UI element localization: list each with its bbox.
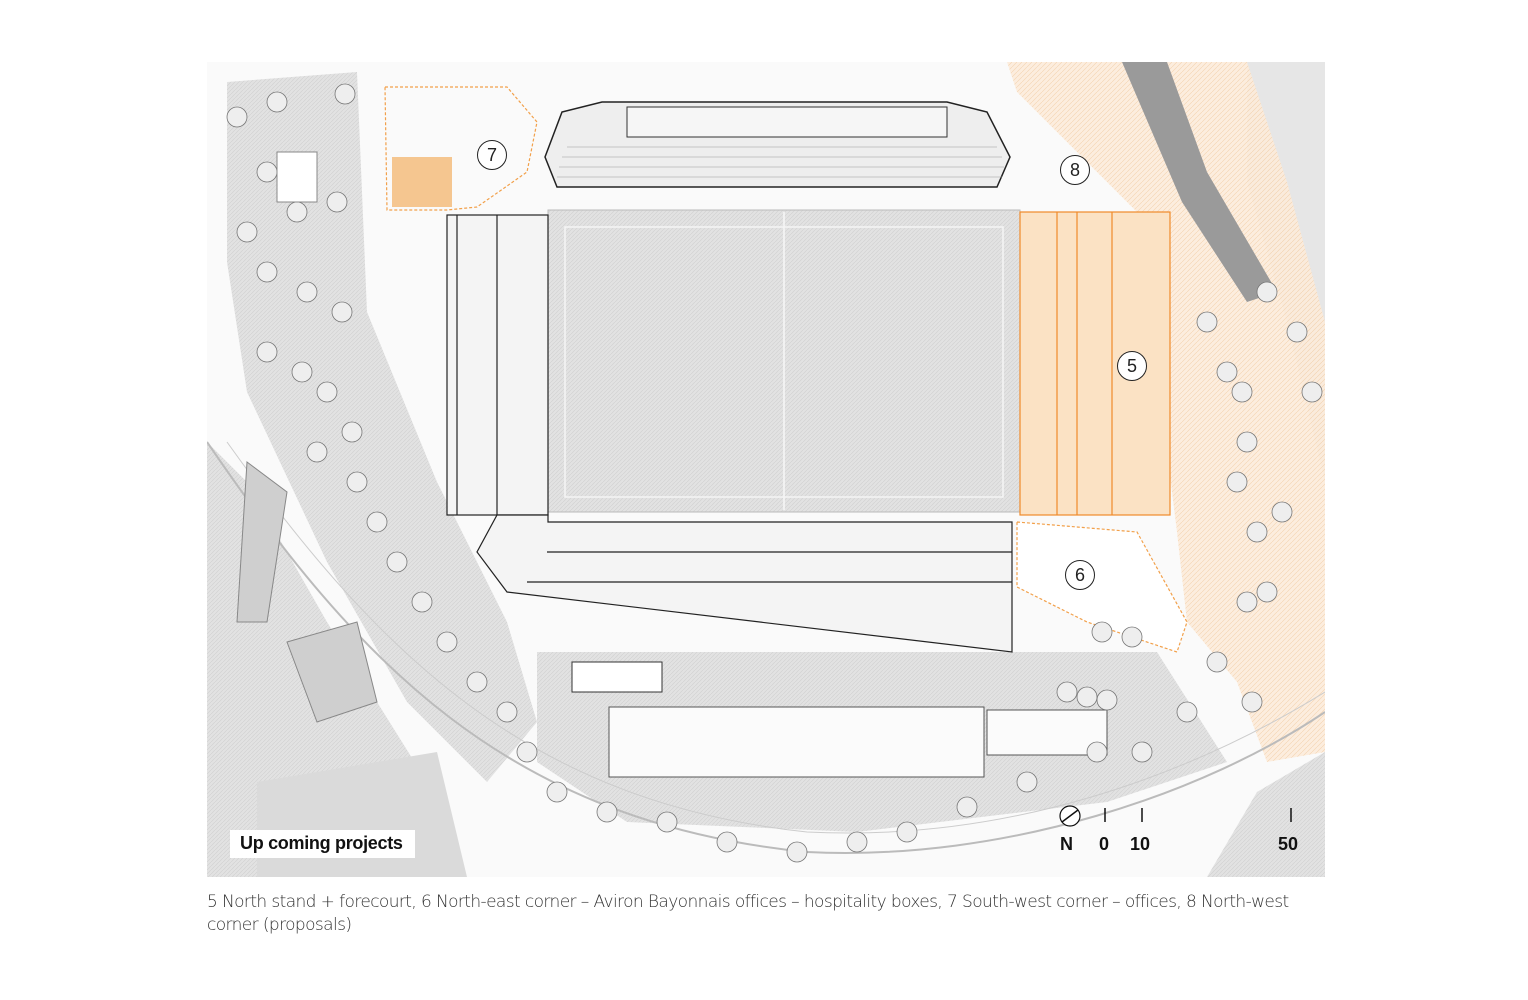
tree-icon [436,631,458,653]
tree-icon [266,91,288,113]
tree-icon [546,781,568,803]
road [1122,62,1277,302]
scale-bar [1104,808,1292,822]
tree-icon [1216,361,1238,383]
block-southeast [1207,752,1325,877]
tree-icon [346,471,368,493]
legend-label: Up coming projects [230,830,415,858]
tree-icon [366,511,388,533]
tree-icon [286,201,308,223]
tree-icon [316,381,338,403]
tree-icon [1096,689,1118,711]
project-marker-5: 5 [1117,351,1147,381]
tree-icon [1256,281,1278,303]
tree-icon [256,341,278,363]
tree-icon [1206,651,1228,673]
tree-icon [296,281,318,303]
north-label: N [1060,834,1073,854]
tree-icon [341,421,363,443]
tree-icon [236,221,258,243]
tree-icon [1176,701,1198,723]
project-marker-7: 7 [477,140,507,170]
tree-icon [326,191,348,213]
proposal-area-7 [384,86,538,211]
tree-icon [386,551,408,573]
west-stand [446,214,549,516]
site-plan: 7 8 5 6 Up coming projects N 0 10 50 [207,62,1325,877]
tree-icon [1131,741,1153,763]
figure-caption: 5 North stand + forecourt, 6 North-east … [207,892,1289,935]
tree-icon [1241,691,1263,713]
trees [226,83,1323,863]
tree-icon [1016,771,1038,793]
north-stand-east [1019,211,1171,516]
tree-icon [516,741,538,763]
tree-icon [1121,626,1143,648]
tree-icon [786,841,808,863]
tree-icon [496,701,518,723]
tree-icon [1086,741,1108,763]
scale-tick-10: 10 [1130,834,1151,854]
tree-icon [716,831,738,853]
tree-icon [1226,471,1248,493]
park-west [227,72,537,782]
tree-icon [1286,321,1308,343]
tree-icon [334,83,356,105]
tree-icon [956,796,978,818]
tree-icon [1236,431,1258,453]
site-plan-drawing [207,62,1325,877]
tree-icon [1091,621,1113,643]
proposal-area-7-fill [392,157,452,207]
tree-icon [656,811,678,833]
tree-icon [466,671,488,693]
tree-icon [1271,501,1293,523]
tree-icon [596,801,618,823]
tree-icon [256,161,278,183]
project-marker-6: 6 [1065,560,1095,590]
tree-icon [1301,381,1323,403]
scale-tick-0: 0 [1099,834,1110,854]
tree-icon [226,106,248,128]
tree-icon [1231,381,1253,403]
tree-icon [1236,591,1258,613]
tree-icon [896,821,918,843]
scale-tick-50: 50 [1278,834,1299,854]
north-stand-rows [557,146,1004,178]
tree-icon [306,441,328,463]
tree-icon [411,591,433,613]
south-stand [476,514,1013,653]
north-arrow-icon [1059,805,1081,827]
tree-icon [846,831,868,853]
tree-icon [256,261,278,283]
tree-icon [1196,311,1218,333]
tree-icon [1076,686,1098,708]
tree-icon [1256,581,1278,603]
south-building [608,706,985,778]
tree-icon [1056,681,1078,703]
tree-icon [291,361,313,383]
tree-icon [331,301,353,323]
tree-icon [1246,521,1268,543]
proposal-area-6 [1016,521,1188,653]
project-marker-8: 8 [1060,155,1090,185]
